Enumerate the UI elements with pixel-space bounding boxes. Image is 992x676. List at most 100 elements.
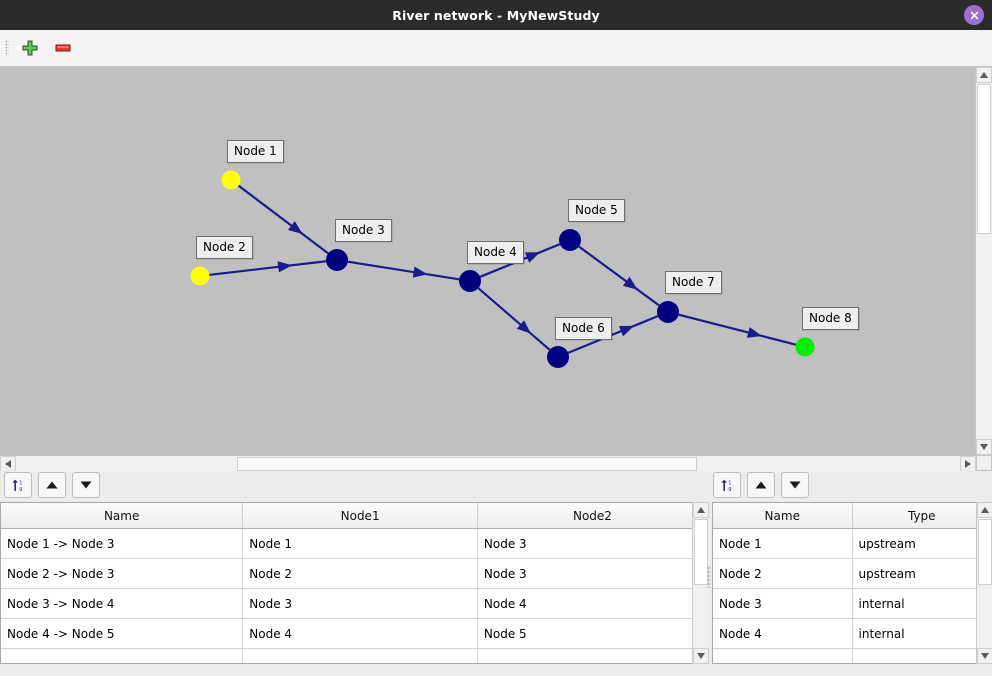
reaches-cell[interactable]: Node 4 xyxy=(242,618,478,649)
nodes-cell[interactable]: Node 1 xyxy=(713,528,853,559)
nodes-column-header[interactable]: Name xyxy=(713,503,853,529)
scroll-down-icon[interactable] xyxy=(977,648,992,664)
river-network-canvas[interactable]: Node 1 Node 2 Node 3 Node 4 Node 5 Node 6 Node… xyxy=(0,67,992,456)
nodes-cell[interactable]: upstream xyxy=(852,558,991,589)
nodes-cell[interactable]: Node 4 xyxy=(713,618,853,649)
edge-Node3-Node4[interactable] xyxy=(347,260,460,281)
graph-vscroll-thumb[interactable] xyxy=(977,84,991,234)
scroll-up-icon[interactable] xyxy=(977,502,992,518)
reaches-cell[interactable]: Node 3 -> Node 4 xyxy=(1,588,244,619)
graph-node-label-node3[interactable]: Node 3 xyxy=(335,219,392,242)
reaches-cell[interactable] xyxy=(242,648,478,663)
nodes-move-up-button[interactable] xyxy=(747,472,775,498)
close-icon[interactable] xyxy=(964,5,984,25)
delete-node-button[interactable] xyxy=(52,38,74,58)
nodes-move-down-button[interactable] xyxy=(781,472,809,498)
nodes-cell[interactable]: Node 2 xyxy=(713,558,853,589)
edge-Node6-Node7[interactable] xyxy=(567,315,659,354)
reaches-cell[interactable]: Node 5 xyxy=(477,618,707,649)
reaches-cell[interactable] xyxy=(1,648,244,663)
reaches-column-header[interactable]: Node2 xyxy=(477,503,707,529)
reaches-table-row[interactable] xyxy=(1,648,707,663)
graph-node-node5[interactable] xyxy=(559,229,581,251)
scroll-up-icon[interactable] xyxy=(693,502,709,518)
svg-text:9: 9 xyxy=(728,487,731,493)
arrow-up-icon xyxy=(755,481,767,489)
graph-node-node3[interactable] xyxy=(326,249,348,271)
reaches-sort-button[interactable]: 1 9 xyxy=(4,472,32,498)
edge-Node2-Node3[interactable] xyxy=(208,260,327,277)
edge-arrow-icon xyxy=(288,221,303,235)
nodes-scroll-thumb[interactable] xyxy=(978,519,992,585)
graph-node-node8[interactable] xyxy=(795,337,815,357)
nodes-cell[interactable] xyxy=(713,648,853,663)
graph-node-node7[interactable] xyxy=(657,301,679,323)
graph-node-node4[interactable] xyxy=(459,270,481,292)
reaches-move-up-button[interactable] xyxy=(38,472,66,498)
scrollbar-corner xyxy=(976,455,992,471)
vertical-splitter-grip[interactable] xyxy=(707,566,711,588)
reaches-cell[interactable]: Node 4 -> Node 5 xyxy=(1,618,244,649)
graph-node-label-node5[interactable]: Node 5 xyxy=(568,199,625,222)
bottom-panels: 1 9 1 9 xyxy=(0,471,992,676)
reaches-cell[interactable]: Node 3 xyxy=(477,558,707,589)
scroll-down-icon[interactable] xyxy=(976,439,992,455)
graph-node-label-node8[interactable]: Node 8 xyxy=(802,307,859,330)
nodes-cell[interactable]: internal xyxy=(852,618,991,649)
graph-vertical-scrollbar[interactable] xyxy=(975,67,992,455)
reaches-column-header[interactable]: Node1 xyxy=(242,503,478,529)
graph-node-label-node2[interactable]: Node 2 xyxy=(196,236,253,259)
nodes-table-row[interactable] xyxy=(713,648,991,663)
reaches-column-header[interactable]: Name xyxy=(1,503,244,529)
reaches-cell[interactable]: Node 3 xyxy=(242,588,478,619)
graph-node-node2[interactable] xyxy=(190,266,210,286)
scroll-down-icon[interactable] xyxy=(693,648,709,664)
graph-node-label-node4[interactable]: Node 4 xyxy=(467,241,524,264)
nodes-column-header[interactable]: Type xyxy=(852,503,991,529)
nodes-cell[interactable]: internal xyxy=(852,588,991,619)
graph-node-label-node1[interactable]: Node 1 xyxy=(227,140,284,163)
scroll-up-icon[interactable] xyxy=(976,67,992,83)
nodes-table-scrollbar[interactable] xyxy=(976,502,992,664)
edge-arrow-icon xyxy=(524,252,540,263)
edge-Node7-Node8[interactable] xyxy=(678,313,797,346)
reaches-cell[interactable]: Node 3 xyxy=(477,528,707,559)
scroll-right-icon[interactable] xyxy=(960,456,976,472)
reaches-table-scrollbar[interactable] xyxy=(692,502,709,664)
graph-node-label-node7[interactable]: Node 7 xyxy=(665,271,722,294)
reaches-cell[interactable] xyxy=(477,648,707,663)
reaches-cell[interactable]: Node 2 xyxy=(242,558,478,589)
edge-Node4-Node6[interactable] xyxy=(477,287,551,351)
graph-node-label-node6[interactable]: Node 6 xyxy=(555,317,612,340)
nodes-cell[interactable]: Node 3 xyxy=(713,588,853,619)
edge-Node5-Node7[interactable] xyxy=(578,245,660,307)
edge-Node1-Node3[interactable] xyxy=(237,184,329,255)
nodes-sort-button[interactable]: 1 9 xyxy=(713,472,741,498)
graph-hscroll-thumb[interactable] xyxy=(237,457,697,471)
nodes-cell[interactable]: upstream xyxy=(852,528,991,559)
reaches-toolbar: 1 9 xyxy=(4,472,304,498)
reaches-cell[interactable]: Node 1 xyxy=(242,528,478,559)
reaches-cell[interactable]: Node 1 -> Node 3 xyxy=(1,528,244,559)
reaches-cell[interactable]: Node 4 xyxy=(477,588,707,619)
reaches-cell[interactable]: Node 2 -> Node 3 xyxy=(1,558,244,589)
scroll-left-icon[interactable] xyxy=(0,456,16,472)
nodes-cell[interactable] xyxy=(852,648,991,663)
graph-horizontal-scrollbar[interactable] xyxy=(0,455,992,473)
toolbar-drag-handle[interactable] xyxy=(5,40,9,56)
reaches-move-down-button[interactable] xyxy=(72,472,100,498)
add-node-button[interactable] xyxy=(19,38,41,58)
graph-node-node1[interactable] xyxy=(221,170,241,190)
graph-node-node6[interactable] xyxy=(547,346,569,368)
reaches-scroll-thumb[interactable] xyxy=(694,519,708,585)
